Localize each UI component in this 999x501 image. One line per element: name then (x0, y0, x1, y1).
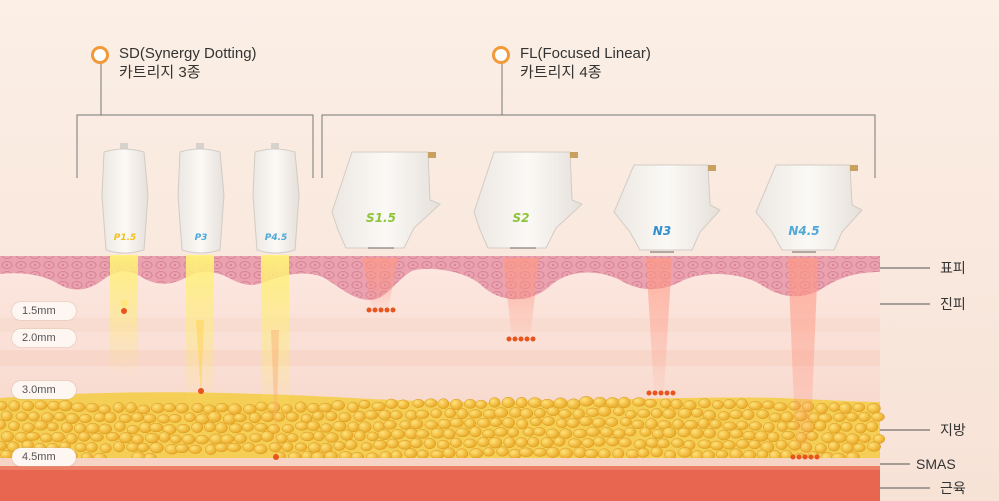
sd-label-1: P3 (195, 233, 208, 243)
layer-label-dermis: 진피 (940, 296, 966, 312)
smas-layer (0, 458, 880, 466)
orange-ring-icon (91, 46, 109, 64)
fl-header-subtitle: 카트리지 4종 (520, 63, 651, 82)
fl-label-2: N3 (653, 224, 671, 238)
sd-header-title: SD(Synergy Dotting) (119, 44, 257, 63)
depth-badge-4-5: 4.5mm (12, 448, 76, 466)
depth-badge-2-0: 2.0mm (12, 329, 76, 347)
layer-label-muscle: 근육 (940, 480, 966, 496)
orange-ring-icon (492, 46, 510, 64)
layer-label-epidermis: 표피 (940, 260, 966, 276)
layer-label-smas: SMAS (916, 456, 956, 472)
fl-header-title: FL(Focused Linear) (520, 44, 651, 63)
sd-header: SD(Synergy Dotting) 카트리지 3종 (91, 44, 257, 82)
depth-badge-3-0: 3.0mm (12, 381, 76, 399)
fl-header: FL(Focused Linear) 카트리지 4종 (492, 44, 651, 82)
sd-label-0: P1.5 (114, 233, 137, 243)
fl-label-1: S2 (513, 211, 530, 225)
layer-label-fat: 지방 (940, 422, 966, 438)
muscle-layer (0, 466, 880, 501)
sd-label-2: P4.5 (265, 233, 288, 243)
fl-label-0: S1.5 (366, 211, 396, 225)
sd-header-subtitle: 카트리지 3종 (119, 63, 257, 82)
fl-label-3: N4.5 (788, 224, 819, 238)
depth-badge-1-5: 1.5mm (12, 302, 76, 320)
